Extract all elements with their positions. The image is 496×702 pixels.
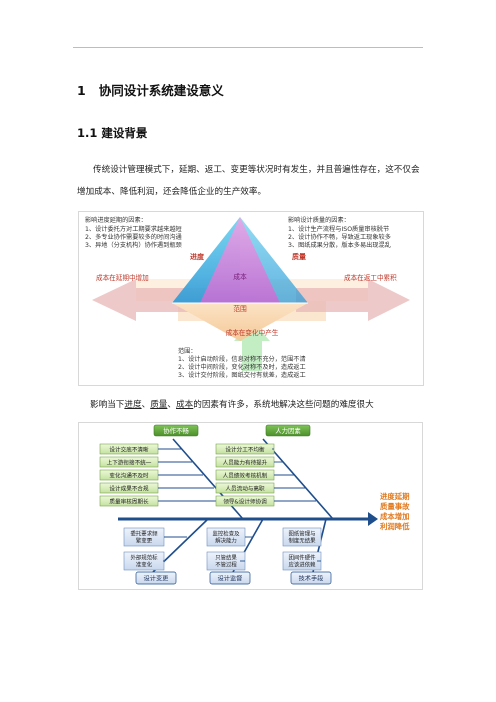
progress-label: 进度 [190, 252, 205, 261]
effect-line-3: 成本增加 [380, 512, 410, 521]
cause-item: 设计成果不合规 [109, 485, 149, 493]
cause-item: 上下游衔接不统一 [107, 459, 152, 467]
quality-factor-1: 1、设计生产流程与ISO质量审核脱节 [288, 225, 389, 233]
paragraph-line-1: 传统设计管理模式下，延期、返工、变更等状况时有发生，并且普遍性存在，这不仅会 [93, 165, 420, 175]
iron-triangle-figure: 影响进度延期的因素： 1、设计委托方对工期要求越来越短 2、多专业协作需要较多的… [78, 211, 424, 386]
section-heading-1-1: 1.1 建设背景 [77, 126, 148, 140]
right-arrow-label: 成本在返工中累积 [344, 273, 397, 282]
svg-text:不管过程: 不管过程 [215, 561, 237, 569]
cause-item: 人员绩效考核机制 [223, 472, 268, 480]
quality-label: 质量 [292, 252, 306, 261]
left-arrow-label: 成本在延期中增加 [96, 273, 149, 282]
category-human-factors: 人力因素 [265, 424, 311, 437]
collaboration-causes: 设计交底不清晰 上下游衔接不统一 变化沟通不及时 设计成果不合规 质量审核周期长 [99, 443, 225, 507]
cause-item: 变化沟通不及时 [109, 472, 149, 480]
header-rule [73, 47, 423, 48]
svg-text:解决能力: 解决能力 [215, 537, 237, 545]
progress-factors-box: 影响进度延期的因素： 1、设计委托方对工期要求越来越短 2、多专业协作需要较多的… [85, 216, 182, 249]
category-technical-means-label: 技术手段 [299, 575, 324, 583]
section-heading-1: 1 协同设计系统建设意义 [77, 80, 224, 99]
category-design-supervision: 设计监督 [209, 571, 251, 585]
paragraph-line-2: 增加成本、降低利润，还会降低企业的生产效率。 [77, 187, 267, 197]
svg-text:团间件硬件: 团间件硬件 [289, 554, 317, 562]
caption-term-cost: 成本 [176, 400, 194, 410]
figure-caption: 影响当下进度、质量、成本的因素有许多，系统地解决这些问题的难度很大 [90, 400, 374, 410]
scope-factor-1: 1、设计启动阶段，信息对称不充分，范围不清 [178, 355, 306, 363]
human-factor-causes: 设计分工不均衡 人员能力有待提升 人员绩效考核机制 人员流动与离职 领导&设计师… [215, 443, 316, 507]
svg-text:制度无结果: 制度无结果 [289, 537, 317, 545]
cause-item: 领导&设计师协调 [223, 498, 267, 506]
svg-text:委托要求频: 委托要求频 [131, 530, 159, 538]
quality-factor-2: 2、设计协作不畅，导致返工现象较多 [288, 233, 391, 241]
caption-term-progress: 进度 [124, 400, 142, 410]
heading-title: 协同设计系统建设意义 [98, 83, 224, 98]
progress-factor-2: 2、多专业协作需要较多的时间沟通 [85, 233, 182, 241]
cause-item: 设计交底不清晰 [109, 446, 149, 454]
cause-item: 质量审核周期长 [109, 498, 149, 506]
progress-factor-3: 3、异地（分支机构）协作遇到瓶颈 [85, 241, 182, 249]
quality-factor-3: 3、图纸成果分散，版本多易出现混乱 [288, 241, 391, 249]
quality-factors-box: 影响设计质量的因素： 1、设计生产流程与ISO质量审核脱节 2、设计协作不畅，导… [288, 216, 391, 249]
category-collaboration: 协作不畅 [153, 424, 199, 437]
svg-text:繁变更: 繁变更 [136, 537, 153, 545]
category-human-factors-label: 人力因素 [275, 426, 301, 435]
fishbone-diagram: 协作不畅 人力因素 设计交底不清晰 上下游衔接不统一 变化沟通不及时 设计成果不… [78, 422, 423, 590]
category-design-change: 设计变更 [135, 571, 177, 585]
cost-label: 成本 [233, 272, 247, 281]
background-paragraph: 传统设计管理模式下，延期、返工、变更等状况时有发生，并且普遍性存在，这不仅会 增… [77, 159, 427, 203]
effect-line-4: 利润降低 [379, 522, 410, 531]
effect-line-2: 质量事故 [380, 502, 410, 511]
scope-factor-3: 3、设计交付阶段，图纸交付有就差，造成返工 [178, 371, 306, 379]
svg-text:外部规范标: 外部规范标 [131, 554, 159, 562]
fishbone-effect: 进度延期 质量事故 成本增加 利润降低 [379, 492, 410, 531]
svg-text:监控检查及: 监控检查及 [213, 530, 241, 538]
cause-item: 人员能力有待提升 [223, 459, 268, 467]
quality-factors-title: 影响设计质量的因素： [288, 216, 350, 224]
effect-line-1: 进度延期 [380, 492, 410, 501]
lower-causes: 委托要求频 繁变更 外部规范标 准变化 监控检查及 解决能力 只管结果 不管过程… [123, 527, 322, 571]
progress-factor-1: 1、设计委托方对工期要求越来越短 [85, 225, 182, 233]
scope-factors-box: 范围： 1、设计启动阶段，信息对称不充分，范围不清 2、设计中间阶段，变化对称不… [178, 347, 306, 379]
category-collaboration-label: 协作不畅 [163, 426, 189, 435]
svg-text:准变化: 准变化 [136, 561, 153, 569]
category-design-supervision-label: 设计监督 [218, 575, 243, 583]
scope-label: 范围 [233, 304, 247, 313]
scope-factors-title: 范围： [178, 347, 197, 355]
svg-text:只管结果: 只管结果 [215, 554, 237, 562]
category-design-change-label: 设计变更 [144, 575, 169, 583]
scope-factor-2: 2、设计中间阶段，变化对称不及时，造成返工 [178, 363, 306, 371]
cause-item: 设计分工不均衡 [225, 446, 265, 454]
category-technical-means: 技术手段 [290, 571, 332, 585]
caption-term-quality: 质量 [150, 400, 168, 410]
svg-text:图纸管理与: 图纸管理与 [289, 530, 316, 538]
svg-text:应该进依赖: 应该进依赖 [289, 561, 317, 569]
heading-number: 1 [77, 83, 86, 98]
bottom-arrow-label: 成本在变化中产生 [226, 328, 279, 337]
progress-factors-title: 影响进度延期的因素： [85, 216, 147, 224]
cause-item: 人员流动与离职 [225, 485, 265, 493]
